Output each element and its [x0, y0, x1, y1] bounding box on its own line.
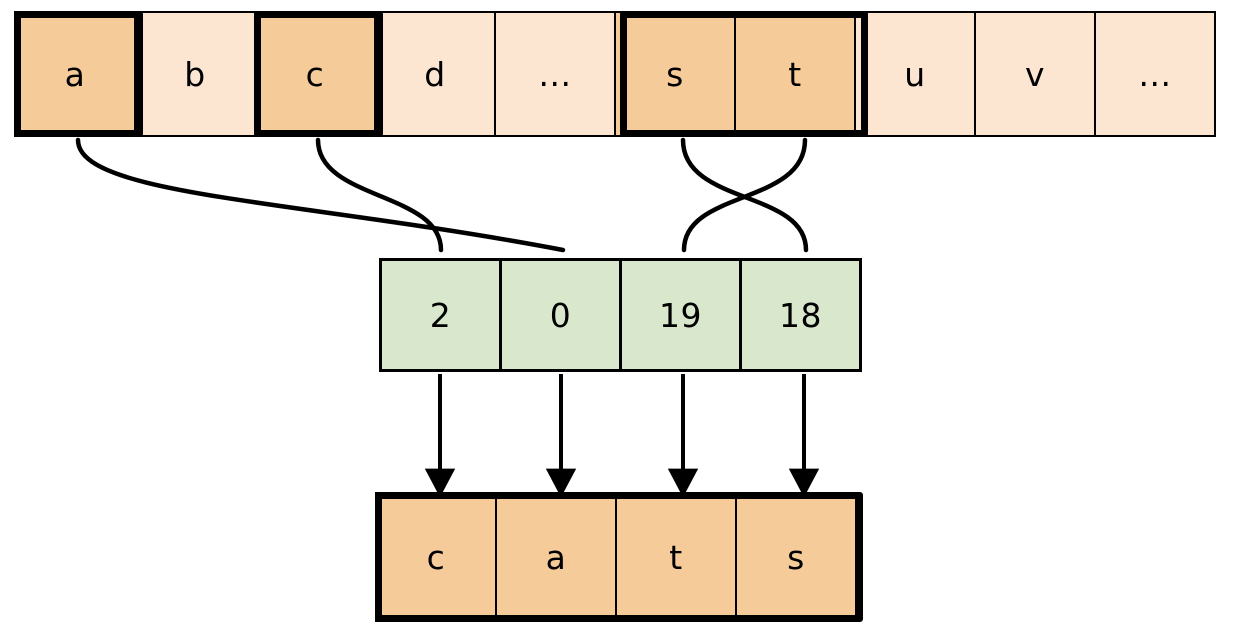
- alphabet-cell-label: v: [1024, 54, 1046, 94]
- alphabet-cell-c[interactable]: c: [254, 11, 376, 137]
- alphabet-cell-label: u: [904, 54, 926, 94]
- index-cell-label: 0: [549, 295, 572, 335]
- index-cell-1[interactable]: 0: [499, 258, 622, 372]
- index-cell-label: 19: [659, 295, 702, 335]
- result-cell-1[interactable]: a: [495, 492, 617, 622]
- alphabet-cell-ellipsis-first[interactable]: ...: [494, 11, 616, 137]
- alphabet-cell-label: t: [788, 54, 802, 94]
- result-cell-label: s: [787, 537, 805, 577]
- index-strip: 2 0 19 18: [379, 258, 862, 372]
- result-cell-0[interactable]: c: [375, 492, 497, 622]
- alphabet-cell-label: c: [305, 54, 325, 94]
- index-cell-3[interactable]: 18: [739, 258, 862, 372]
- alphabet-strip: a b c d ... s t u v ...: [14, 11, 1216, 137]
- alphabet-cell-v[interactable]: v: [974, 11, 1096, 137]
- curve-a-to-index1: [75, 137, 566, 253]
- alphabet-cell-a[interactable]: a: [14, 11, 136, 137]
- curve-s-to-index3: [680, 137, 809, 253]
- alphabet-cell-label: ...: [538, 54, 572, 94]
- alphabet-cell-label: a: [64, 54, 86, 94]
- index-cell-2[interactable]: 19: [619, 258, 742, 372]
- alphabet-cell-label: d: [424, 54, 446, 94]
- alphabet-cell-ellipsis-last[interactable]: ...: [1094, 11, 1216, 137]
- result-cell-label: a: [545, 537, 567, 577]
- result-cell-label: c: [426, 537, 446, 577]
- alphabet-cell-label: s: [666, 54, 684, 94]
- alphabet-cell-label: b: [184, 54, 206, 94]
- alphabet-cell-t[interactable]: t: [734, 11, 856, 137]
- alphabet-cell-d[interactable]: d: [374, 11, 496, 137]
- result-cell-3[interactable]: s: [735, 492, 857, 622]
- alphabet-cell-u[interactable]: u: [854, 11, 976, 137]
- alphabet-cell-label: ...: [1138, 54, 1172, 94]
- curve-c-to-index0: [315, 137, 444, 253]
- index-cell-0[interactable]: 2: [379, 258, 502, 372]
- alphabet-cell-s[interactable]: s: [614, 11, 736, 137]
- result-strip: c a t s: [375, 492, 857, 622]
- index-cell-label: 2: [429, 295, 452, 335]
- result-cell-2[interactable]: t: [615, 492, 737, 622]
- result-cell-label: t: [669, 537, 683, 577]
- index-cell-label: 18: [779, 295, 822, 335]
- curve-t-to-index2: [681, 137, 808, 253]
- alphabet-cell-b[interactable]: b: [134, 11, 256, 137]
